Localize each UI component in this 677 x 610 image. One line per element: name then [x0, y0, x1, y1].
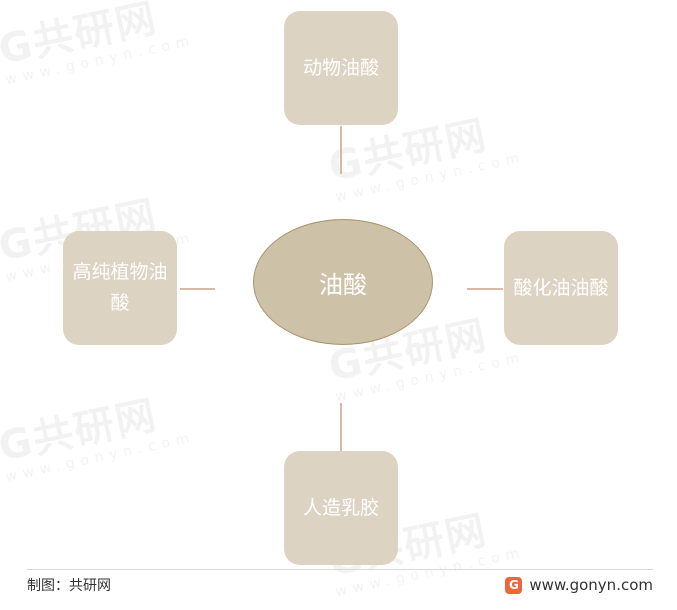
watermark-url: www.gonyn.com: [4, 429, 197, 486]
center-node: 油酸: [253, 219, 433, 345]
node-left-label: 高纯植物油酸: [72, 261, 168, 314]
watermark-url: www.gonyn.com: [334, 149, 527, 206]
node-right-label: 酸化油油酸: [513, 276, 609, 299]
connector-right: [467, 288, 503, 290]
watermark-logo: G共研网: [0, 0, 162, 74]
node-top: 动物油酸: [284, 11, 398, 125]
watermark: G共研网 www.gonyn.com: [0, 385, 205, 495]
footer-divider: [27, 569, 653, 570]
watermark: G共研网 www.gonyn.com: [0, 0, 205, 98]
node-left: 高纯植物油酸: [63, 231, 177, 345]
watermark-logo: G共研网: [0, 392, 162, 471]
gonyn-logo-icon: G: [505, 576, 523, 594]
node-bottom: 人造乳胶: [284, 451, 398, 565]
connector-top: [340, 126, 342, 174]
center-label: 油酸: [319, 270, 367, 299]
site-brand: G www.gonyn.com: [505, 576, 653, 594]
node-top-label: 动物油酸: [302, 56, 379, 79]
node-right: 酸化油油酸: [504, 231, 618, 345]
connector-bottom: [340, 403, 342, 451]
watermark-url: www.gonyn.com: [4, 32, 197, 89]
connector-left: [180, 288, 215, 290]
chart-credit: 制图：共研网: [27, 578, 111, 594]
site-url: www.gonyn.com: [529, 576, 653, 594]
node-bottom-label: 人造乳胶: [302, 496, 379, 519]
watermark-url: www.gonyn.com: [334, 349, 527, 406]
